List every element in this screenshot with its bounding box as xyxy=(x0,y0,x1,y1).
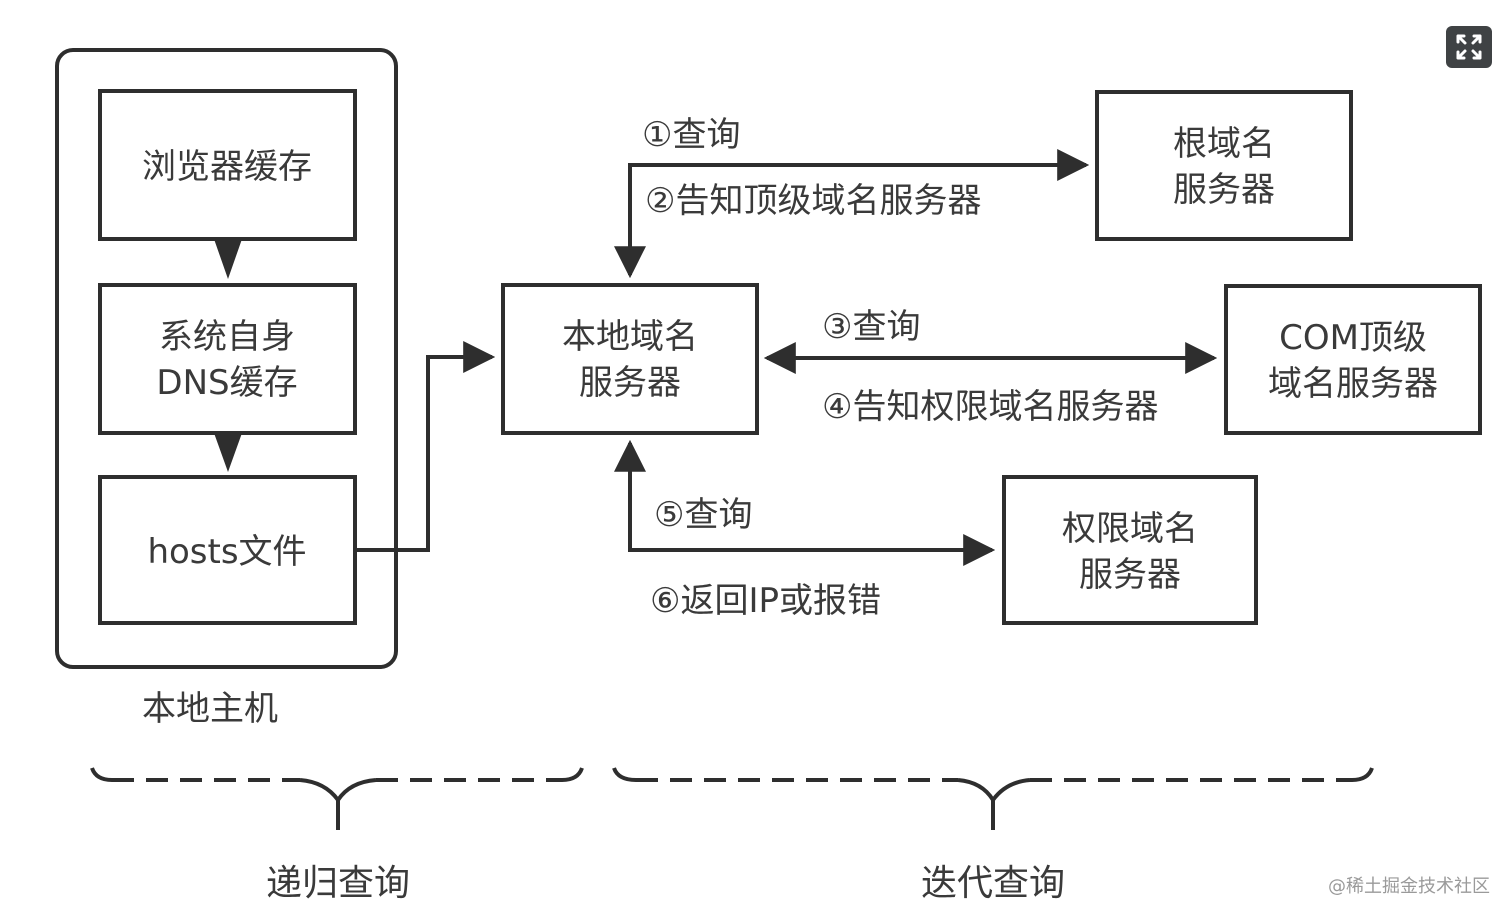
node-hosts-file-label: hosts文件 xyxy=(147,532,306,572)
label-line: 服务器 xyxy=(1173,170,1275,210)
edge-label-a4: ④告知权限域名服务器 xyxy=(822,387,1158,427)
edge-local-root xyxy=(614,149,1090,279)
edge-hosts-to-local xyxy=(355,341,496,552)
watermark: @稀土掘金技术社区 xyxy=(1328,876,1490,897)
label-line: 浏览器缓存 xyxy=(142,147,312,187)
label-line: 服务器 xyxy=(1079,555,1181,595)
node-auth-server xyxy=(1002,475,1258,625)
host-group-label: 本地主机 xyxy=(142,689,278,729)
label-line: 系统自身 xyxy=(159,317,295,357)
node-browser-cache xyxy=(98,89,357,241)
brace-recursive-label: 递归查询 xyxy=(266,863,410,904)
brace-iterative xyxy=(612,767,1374,830)
edge-label-q3: ③查询 xyxy=(822,307,920,347)
node-local-dns-server-label: 本地域名服务器 xyxy=(562,317,698,403)
label-line: 服务器 xyxy=(579,363,681,403)
label-line: DNS缓存 xyxy=(156,363,297,403)
brace-iterative-label: 迭代查询 xyxy=(921,863,1065,904)
node-com-tld-server-label: COM顶级域名服务器 xyxy=(1268,318,1438,404)
label-line: 本地域名 xyxy=(562,317,698,357)
node-browser-cache-label: 浏览器缓存 xyxy=(142,147,312,187)
edge-label-a2: ②告知顶级域名服务器 xyxy=(645,181,981,221)
edge-label-q1: ①查询 xyxy=(642,115,740,155)
label-line: 权限域名 xyxy=(1062,509,1198,549)
expand-button[interactable] xyxy=(1446,26,1492,68)
label-line: 域名服务器 xyxy=(1268,364,1438,404)
brace-recursive xyxy=(90,767,584,830)
label-line: COM顶级 xyxy=(1279,318,1427,358)
edge-local-auth xyxy=(614,439,996,566)
node-hosts-file xyxy=(98,475,357,625)
node-com-tld-server xyxy=(1224,284,1482,435)
node-os-dns-cache xyxy=(98,283,357,435)
arrow-browser-to-os xyxy=(214,239,242,279)
expand-icon xyxy=(1456,34,1482,60)
node-os-dns-cache-label: 系统自身 DNS缓存 xyxy=(156,317,297,403)
edge-label-a6: ⑥返回IP或报错 xyxy=(650,581,881,621)
label-line: 根域名 xyxy=(1173,124,1275,164)
node-local-dns-server xyxy=(501,283,759,435)
arrow-os-to-hosts xyxy=(214,433,242,472)
label-line: hosts文件 xyxy=(147,532,306,572)
node-root-server-label: 根域名服务器 xyxy=(1173,124,1275,210)
node-auth-server-label: 权限域名服务器 xyxy=(1062,509,1198,595)
edge-label-q5: ⑤查询 xyxy=(654,495,752,535)
node-root-server xyxy=(1095,90,1353,241)
